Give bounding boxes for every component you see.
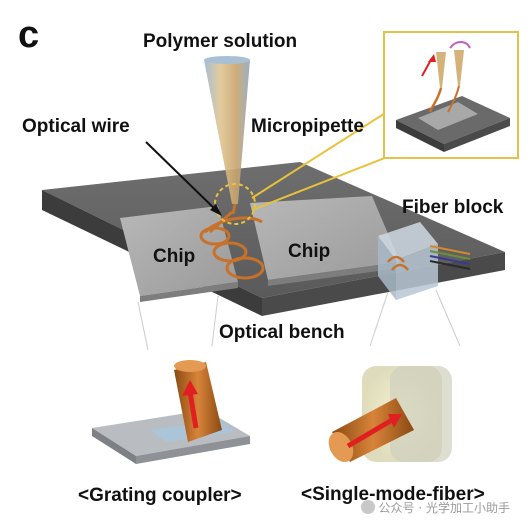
fiber-block-label: Fiber block	[402, 197, 504, 218]
optical-wire	[199, 210, 265, 280]
optical-wire-pointer	[145, 141, 222, 216]
highlight-circle	[214, 183, 256, 225]
inset-panel	[383, 31, 519, 159]
chip-right	[250, 196, 400, 286]
grating-coupler-label: <Grating coupler>	[78, 485, 242, 506]
watermark: 公众号 · 光学加工小助手	[360, 499, 510, 516]
grating-coupler-zoom	[92, 295, 250, 464]
panel-letter: c	[18, 14, 40, 56]
watermark-text: 公众号 · 光学加工小助手	[378, 501, 510, 515]
optical-wire-label: Optical wire	[22, 116, 130, 137]
micropipette-label: Micropipette	[251, 116, 364, 137]
wechat-logo-icon	[360, 500, 375, 514]
optical-bench-label: Optical bench	[219, 322, 345, 343]
polymer-solution-label: Polymer solution	[143, 31, 298, 52]
micropipette	[204, 56, 250, 215]
single-mode-fiber-zoom	[328, 289, 461, 463]
chip-left-label: Chip	[153, 246, 196, 267]
inset-connector	[251, 109, 396, 211]
fiber-block	[378, 222, 471, 300]
chip-right-label: Chip	[288, 241, 331, 262]
single-mode-fiber-label: <Single-mode-fiber>	[301, 484, 485, 505]
